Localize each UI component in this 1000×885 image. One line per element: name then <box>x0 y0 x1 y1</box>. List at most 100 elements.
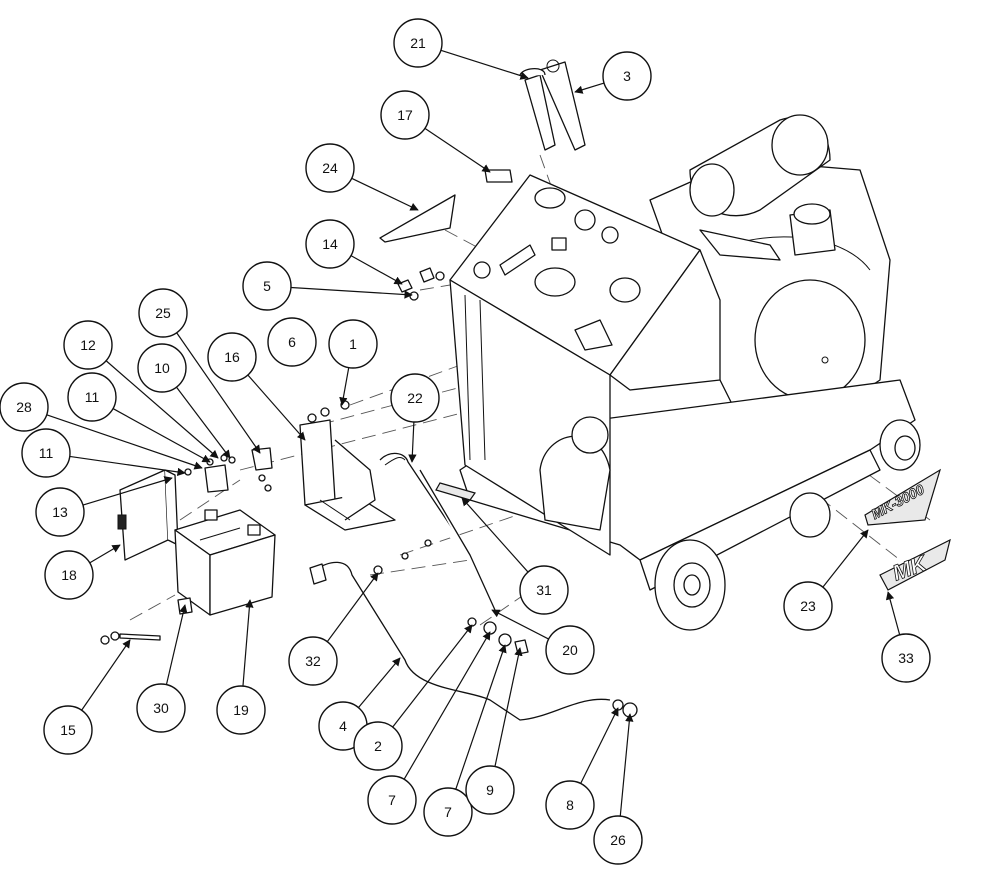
callout-number: 20 <box>562 642 578 658</box>
callout-number: 21 <box>410 35 426 51</box>
callout-number: 14 <box>322 236 338 252</box>
callout-circle <box>43 705 93 755</box>
decal-17 <box>484 169 513 183</box>
callout-number: 16 <box>224 349 240 365</box>
callout-circle <box>380 90 430 140</box>
callout-number: 5 <box>263 278 271 294</box>
saw-machine-assembly <box>449 114 921 631</box>
callout-18: 18 <box>44 544 121 600</box>
callout-number: 18 <box>61 567 77 583</box>
callout-number: 12 <box>80 337 96 353</box>
battery-holddown-13 <box>117 469 179 561</box>
callout-25: 25 <box>138 288 261 454</box>
decal-24-triangle <box>379 194 456 243</box>
leader-line <box>357 657 401 708</box>
leader-line <box>247 374 306 441</box>
callout-number: 32 <box>305 653 321 669</box>
callout-number: 11 <box>85 389 100 405</box>
throttle-rod-22 <box>379 452 496 611</box>
leader-line <box>408 421 417 463</box>
callout-26: 26 <box>593 713 643 865</box>
battery-tray-16 <box>299 419 396 531</box>
callout-circle <box>138 288 188 338</box>
leader-line <box>455 644 507 790</box>
callout-28: 28 <box>0 382 203 470</box>
callout-7: 7 <box>423 644 507 837</box>
callout-14: 14 <box>305 219 403 285</box>
leader-line <box>89 544 121 564</box>
leader-line <box>165 604 188 685</box>
bolt-15 <box>100 631 161 645</box>
callout-circle <box>137 343 187 393</box>
callout-number: 19 <box>233 702 249 718</box>
callout-number: 7 <box>444 804 452 820</box>
callout-number: 15 <box>60 722 76 738</box>
callout-21: 21 <box>393 18 529 80</box>
callout-number: 24 <box>322 160 338 176</box>
callout-number: 11 <box>39 445 54 461</box>
leader-line <box>69 455 186 477</box>
callout-31: 31 <box>461 497 569 615</box>
callout-circle <box>267 317 317 367</box>
leader-line <box>403 631 491 780</box>
callout-circle <box>35 487 85 537</box>
decal-33-logo: MK <box>879 538 951 591</box>
callout-number: 7 <box>388 792 396 808</box>
callout-9: 9 <box>465 647 523 815</box>
callout-circle <box>593 815 643 865</box>
callout-2: 2 <box>353 624 473 771</box>
callout-circle <box>545 625 595 675</box>
callout-number: 26 <box>610 832 626 848</box>
callout-circle <box>67 372 117 422</box>
callout-circle <box>44 550 94 600</box>
callout-number: 1 <box>349 336 357 352</box>
callout-circle <box>305 219 355 269</box>
leader-line <box>822 529 869 588</box>
callout-circle <box>305 143 355 193</box>
callout-circle <box>423 787 473 837</box>
callout-20: 20 <box>491 609 595 675</box>
callout-circle <box>216 685 266 735</box>
callout-17: 17 <box>380 90 491 173</box>
callout-circle <box>783 581 833 631</box>
callout-number: 31 <box>536 582 552 598</box>
leader-line <box>105 360 219 459</box>
leader-line <box>46 414 203 470</box>
callout-12: 12 <box>63 320 219 459</box>
callout-16: 16 <box>207 332 306 441</box>
leader-line <box>491 609 549 640</box>
callout-3: 3 <box>574 51 652 101</box>
callout-circle <box>367 775 417 825</box>
callout-number: 8 <box>566 797 574 813</box>
leader-line <box>461 497 529 573</box>
callout-33: 33 <box>881 591 931 683</box>
leader-line <box>242 599 254 687</box>
battery-cable-4 <box>314 561 611 721</box>
bolt-14 <box>397 267 445 301</box>
callout-number: 28 <box>16 399 32 415</box>
callout-circle <box>328 319 378 369</box>
leader-line <box>175 386 231 459</box>
callout-circle <box>353 721 403 771</box>
callout-number: 25 <box>155 305 171 321</box>
callout-23: 23 <box>783 529 869 631</box>
callout-number: 23 <box>800 598 816 614</box>
callout-number: 2 <box>374 738 382 754</box>
leader-line <box>574 82 605 94</box>
callout-7: 7 <box>367 631 491 825</box>
leader-line <box>619 713 634 817</box>
wrench-part <box>519 59 586 151</box>
callout-number: 30 <box>153 700 169 716</box>
leader-line <box>81 639 131 711</box>
leader-line <box>176 332 261 454</box>
callout-6: 6 <box>267 317 317 367</box>
leader-line <box>885 591 901 636</box>
leader-line <box>494 647 523 767</box>
leader-line <box>290 286 413 299</box>
leader-line <box>339 367 350 406</box>
battery-19 <box>174 509 276 616</box>
callout-11: 11 <box>67 372 211 463</box>
decal-23-model: MK-3000 <box>864 468 942 526</box>
leader-line <box>440 49 529 80</box>
